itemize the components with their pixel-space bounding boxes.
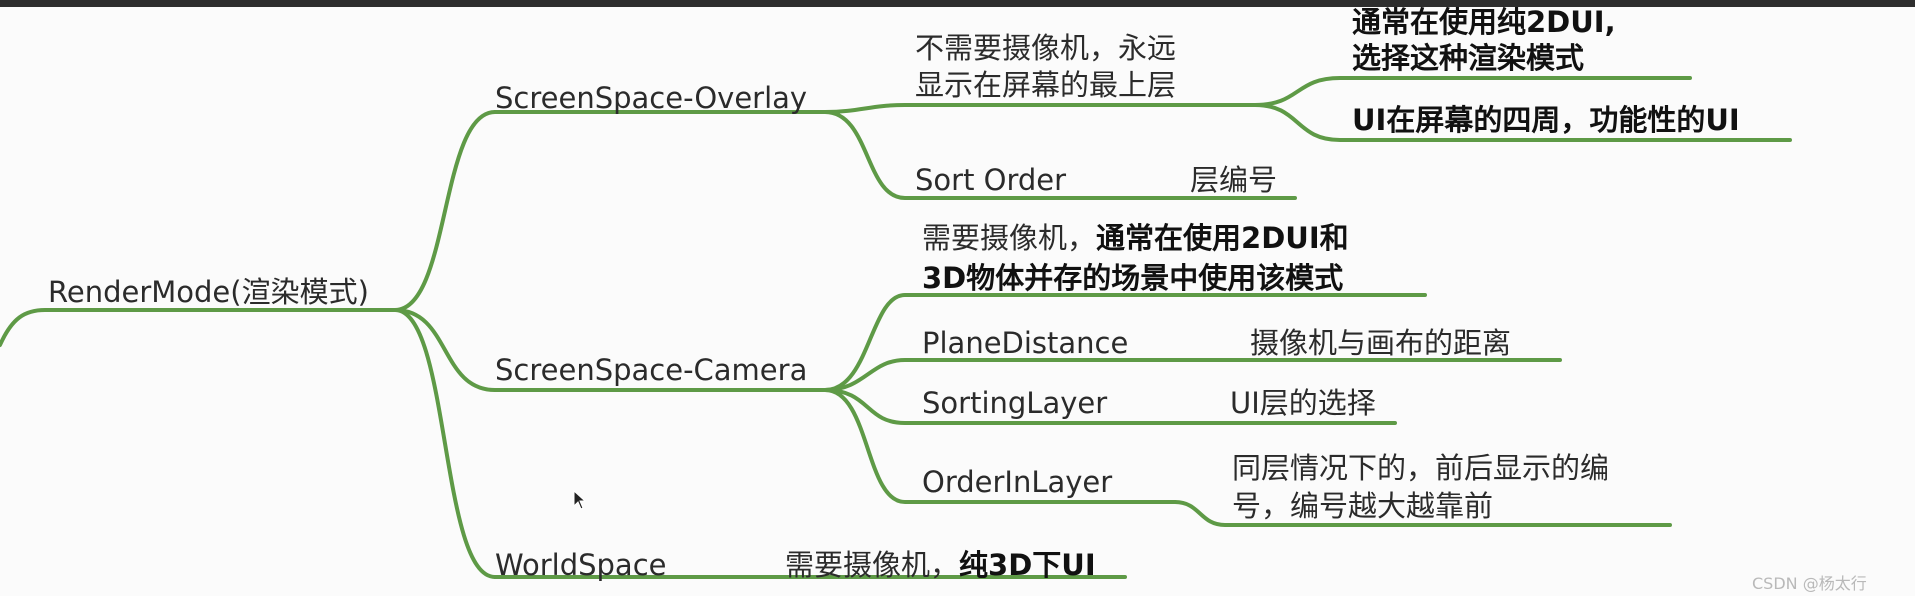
edge-root-stem	[0, 308, 397, 347]
overlay-desc-line2: 显示在屏幕的最上层	[915, 68, 1177, 102]
edge-camera-sorting	[823, 388, 1397, 425]
camera-node: ScreenSpace-Camera	[495, 353, 808, 387]
sorting-layer-node: SortingLayer	[922, 386, 1108, 420]
edge-root-overlay	[393, 110, 497, 312]
camera-desc-prefix: 需要摄像机，	[922, 221, 1097, 255]
edge-camera-desc	[823, 293, 1427, 392]
order-in-layer-desc-line2: 号，编号越大越靠前	[1232, 489, 1494, 523]
world-desc-prefix: 需要摄像机，	[785, 548, 960, 582]
root-node: RenderMode(渲染模式)	[48, 275, 369, 309]
edge-camera-plane	[823, 358, 1562, 392]
edge-overlay-sort	[823, 110, 1297, 200]
edge-desc-usage1	[1253, 76, 1692, 107]
edge-root-world	[393, 308, 497, 579]
sorting-layer-desc: UI层的选择	[1230, 386, 1376, 420]
overlay-usage2: UI在屏幕的四周，功能性的UI	[1352, 103, 1740, 137]
edge-camera-order	[823, 388, 1177, 504]
plane-distance-node: PlaneDistance	[922, 326, 1129, 360]
edge-order-desc	[1173, 500, 1672, 527]
camera-desc-line1: 需要摄像机，通常在使用2DUI和	[922, 218, 1349, 258]
overlay-desc-line1: 不需要摄像机，永远	[915, 31, 1177, 65]
top-bar	[0, 0, 1915, 7]
sort-order-desc: 层编号	[1190, 163, 1278, 197]
world-desc-bold: 纯3D下UI	[959, 548, 1096, 582]
edge-overlay-desc	[823, 103, 1257, 114]
sort-order-node: Sort Order	[915, 163, 1067, 197]
overlay-usage1-line2: 选择这种渲染模式	[1352, 41, 1585, 75]
mouse-cursor-icon	[573, 490, 587, 510]
edge-desc-usage2	[1253, 103, 1792, 142]
watermark: CSDN @杨太行	[1752, 574, 1867, 593]
plane-distance-desc: 摄像机与画布的距离	[1250, 326, 1512, 360]
order-in-layer-desc-line1: 同层情况下的，前后显示的编	[1232, 451, 1610, 485]
order-in-layer-node: OrderInLayer	[922, 465, 1113, 499]
world-desc: 需要摄像机，纯3D下UI	[785, 545, 1096, 585]
camera-desc-line2: 3D物体并存的场景中使用该模式	[922, 261, 1344, 295]
overlay-node: ScreenSpace-Overlay	[495, 81, 808, 115]
camera-desc-bold: 通常在使用2DUI和	[1096, 221, 1349, 255]
edge-root-camera	[393, 308, 497, 392]
world-node: WorldSpace	[495, 548, 667, 582]
overlay-usage1-line1: 通常在使用纯2DUI,	[1352, 5, 1616, 39]
